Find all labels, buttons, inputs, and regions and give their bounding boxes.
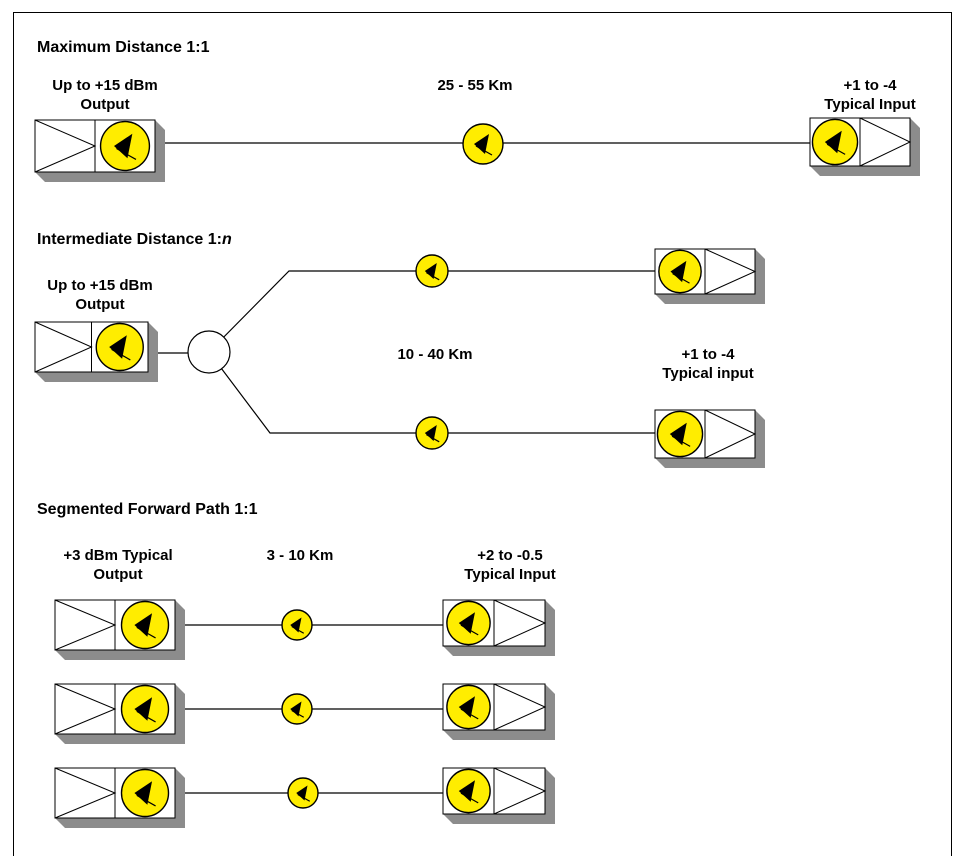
connector-maximum-distance <box>462 123 504 165</box>
tx-output-text: Output <box>75 296 125 313</box>
tx-power-text: Up to +15 dBm <box>52 77 158 94</box>
distance-label-segmented-forward-path: 3 - 10 Km <box>266 547 334 564</box>
tx-output-text: Output <box>80 96 130 113</box>
transmitter-intermediate-distance <box>34 321 158 382</box>
rx-input-text: Typical Input <box>824 96 916 113</box>
section-title-intermediate-distance: Intermediate Distance 1:n <box>37 230 232 249</box>
section-title-maximum-distance: Maximum Distance 1:1 <box>37 39 210 56</box>
distance-label-maximum-distance: 25 - 55 Km <box>437 77 513 94</box>
transmitter-maximum-distance <box>34 119 165 182</box>
tx-output-text: Output <box>93 566 143 583</box>
section-title-italic-n: n <box>221 231 232 248</box>
connector-branch-lower <box>415 416 449 450</box>
fiber-line-branch-upper <box>208 270 655 353</box>
connector-segmented-2 <box>281 693 313 725</box>
connector-branch-upper <box>415 254 449 288</box>
rx-power-text: +2 to -0.5 <box>477 547 543 564</box>
tx-label-intermediate-distance: Up to +15 dBm Output <box>20 276 180 314</box>
tx-power-text: Up to +15 dBm <box>47 277 153 294</box>
diagram-frame <box>13 12 952 856</box>
receiver-segmented-3 <box>442 767 555 824</box>
receiver-segmented-2 <box>442 683 555 740</box>
receiver-maximum-distance <box>809 117 920 176</box>
connector-segmented-3 <box>287 777 319 809</box>
tx-label-maximum-distance: Up to +15 dBm Output <box>25 76 185 114</box>
rx-power-text: +1 to -4 <box>681 346 735 363</box>
distance-label-intermediate-distance: 10 - 40 Km <box>397 346 473 363</box>
connector-segmented-1 <box>281 609 313 641</box>
tx-label-segmented-forward-path: +3 dBm Typical Output <box>38 546 198 584</box>
transmitter-segmented-3 <box>54 767 185 828</box>
section-title-segmented-forward-path: Segmented Forward Path 1:1 <box>37 501 258 518</box>
transmitter-segmented-2 <box>54 683 185 744</box>
rx-input-text: Typical input <box>662 365 754 382</box>
rx-input-text: Typical Input <box>464 566 556 583</box>
receiver-segmented-1 <box>442 599 555 656</box>
rx-label-intermediate-distance: +1 to -4 Typical input <box>628 345 788 383</box>
receiver-branch-upper <box>654 248 765 304</box>
transmitter-segmented-1 <box>54 599 185 660</box>
receiver-branch-lower <box>654 409 765 468</box>
devices <box>34 117 920 828</box>
optical-splitter-icon <box>187 330 231 374</box>
fiber-line-branch-lower <box>208 351 655 434</box>
rx-label-maximum-distance: +1 to -4 Typical Input <box>790 76 950 114</box>
rx-label-segmented-forward-path: +2 to -0.5 Typical Input <box>430 546 590 584</box>
rx-power-text: +1 to -4 <box>843 77 897 94</box>
section-title-text: Intermediate Distance 1: <box>37 231 222 248</box>
tx-power-text: +3 dBm Typical <box>63 547 173 564</box>
